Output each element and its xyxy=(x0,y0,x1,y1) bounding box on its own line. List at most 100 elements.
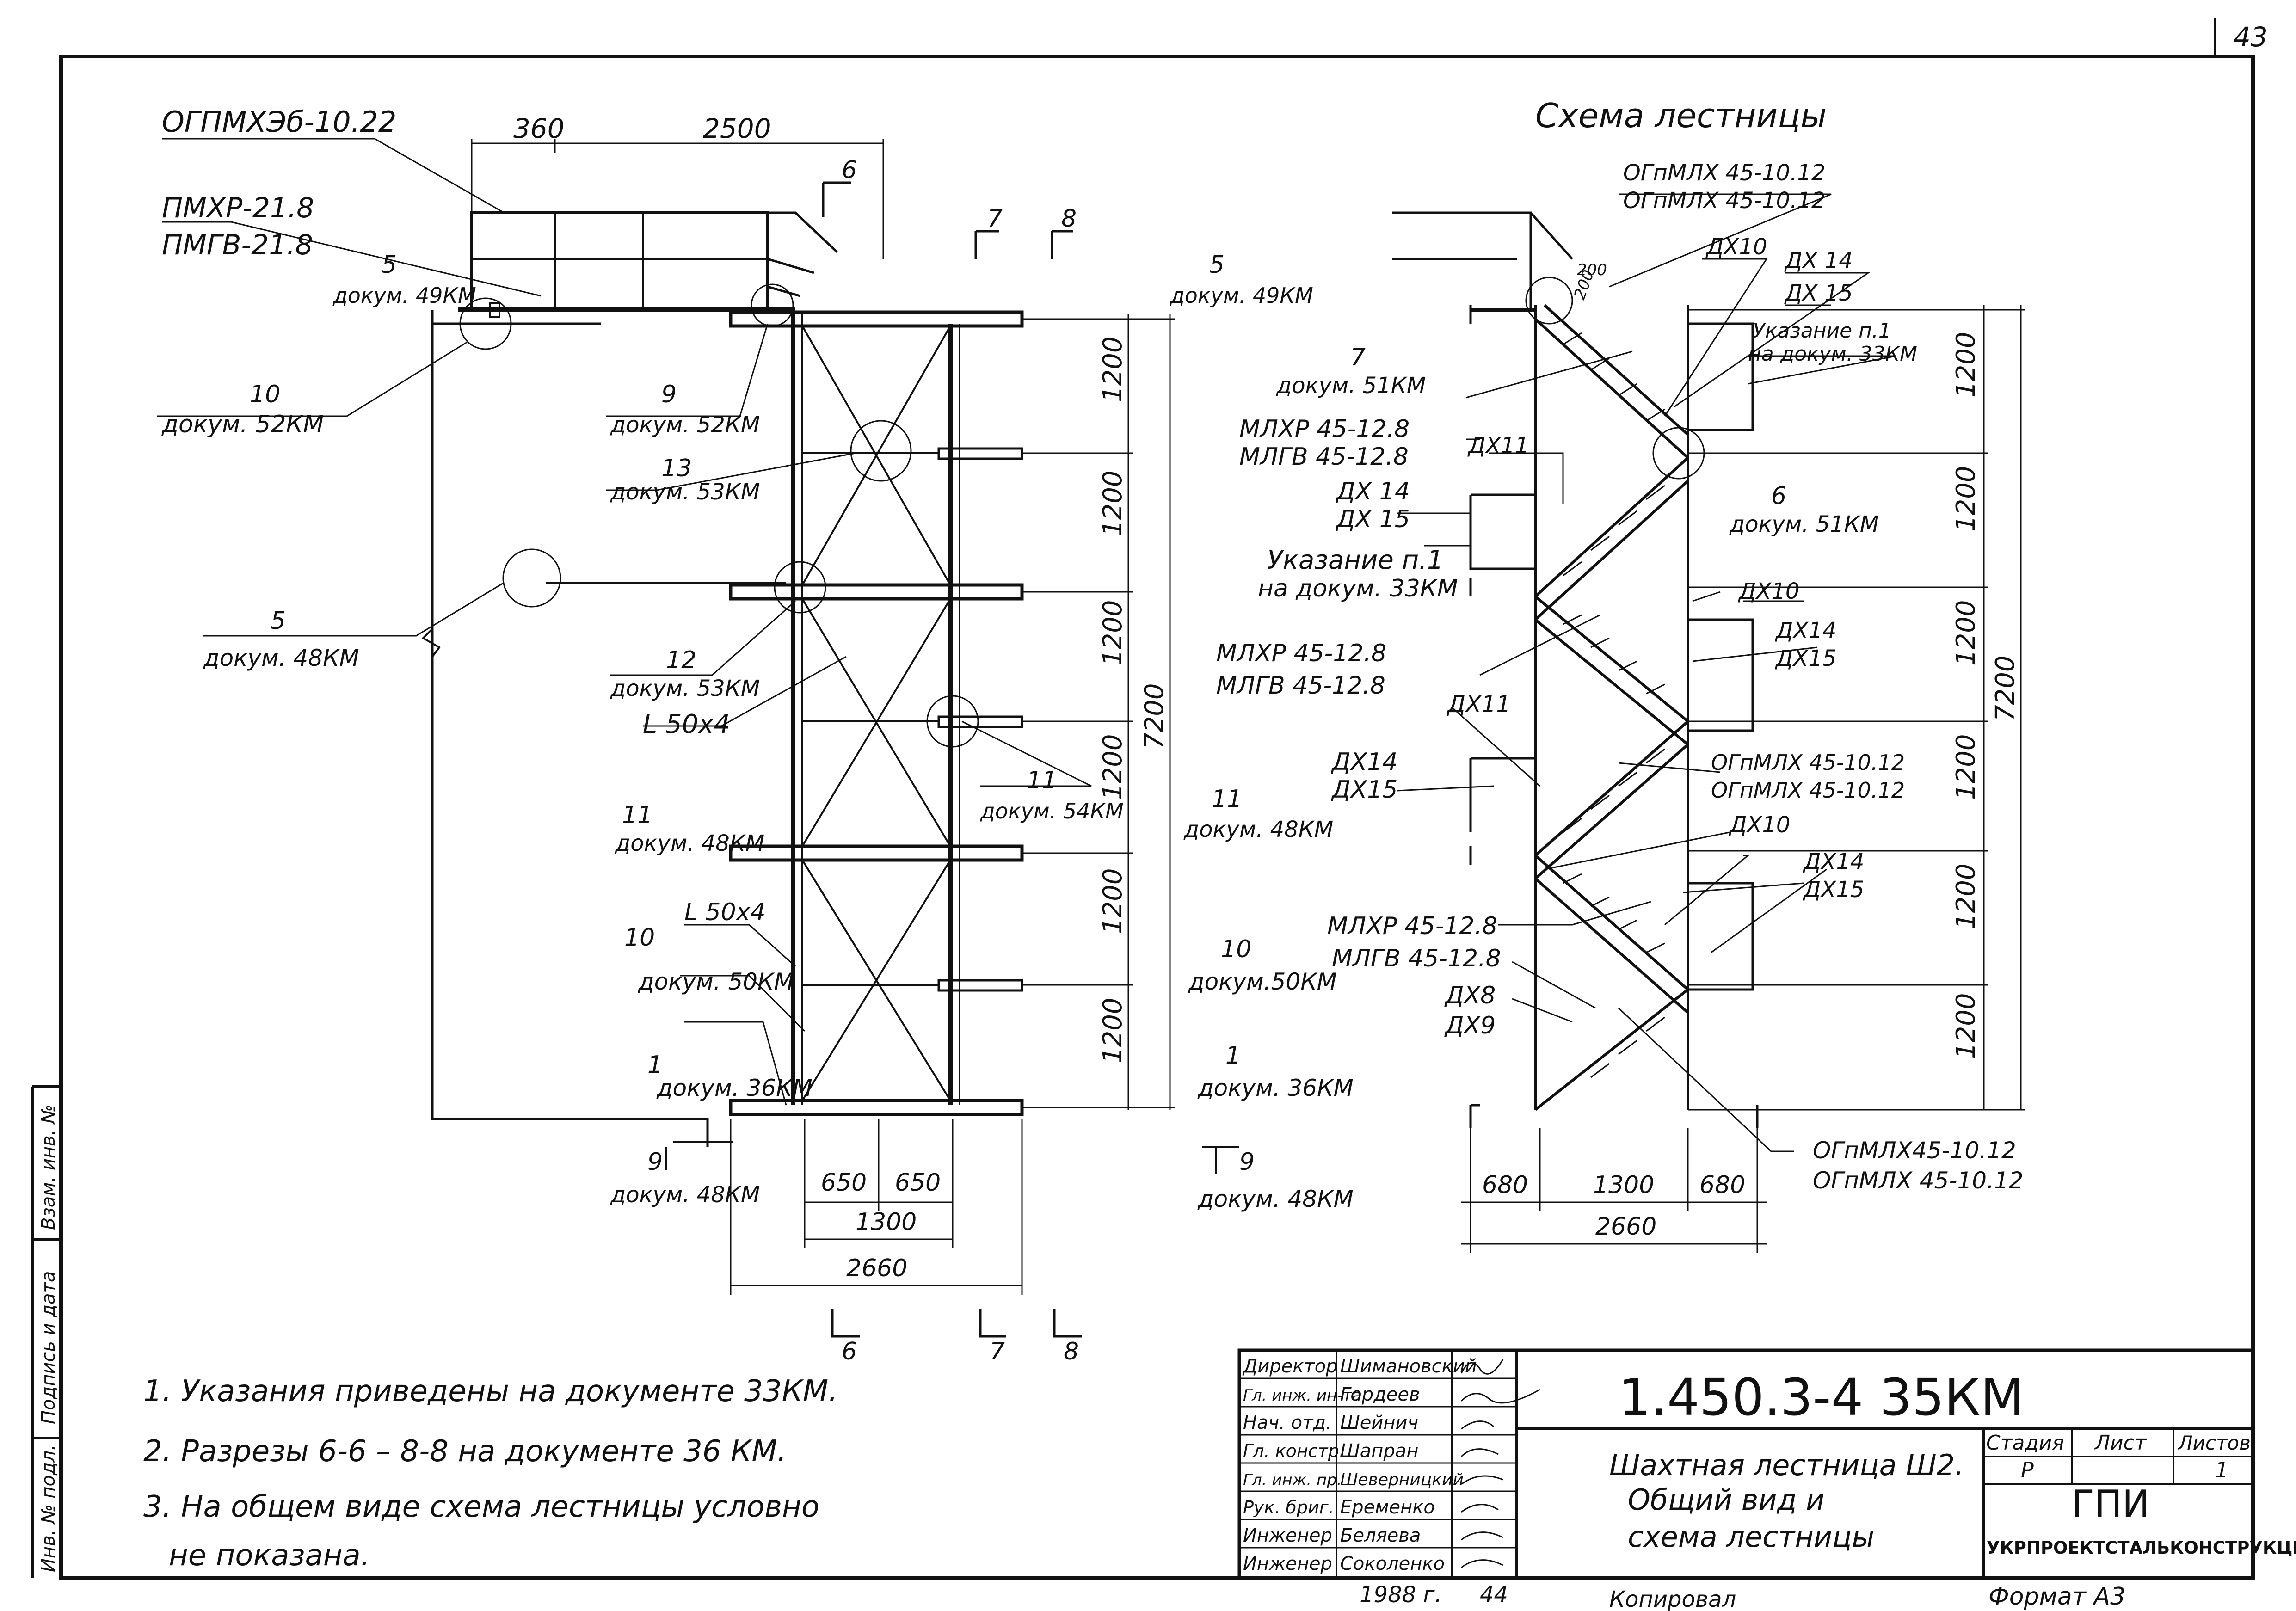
stage-value: Р xyxy=(2021,1457,2034,1482)
right-view-labels: Схема лестницы ОГпМЛХ 45-10.12 ОГпМЛХ 45… xyxy=(1170,96,2024,1241)
side-stamp-sign: Подпись и дата xyxy=(38,1271,59,1424)
dx11-b: ДХ11 xyxy=(1447,691,1511,718)
page-number: 44 xyxy=(1480,1582,1508,1608)
callout-12-num: 12 xyxy=(666,646,696,674)
role-5: Гл. инж. пр. xyxy=(1243,1471,1342,1489)
name-5: Шеверницкий xyxy=(1340,1470,1464,1489)
ogpm-mid-1: ОГпМЛХ 45-10.12 xyxy=(1711,750,1905,775)
role-6: Рук. бриг. xyxy=(1243,1497,1334,1518)
r-dim-b-680-2: 680 xyxy=(1699,1171,1745,1199)
role-7: Инженер xyxy=(1243,1525,1332,1546)
mlkhr-c-1: МЛХР 45-12.8 xyxy=(1327,912,1497,940)
role-3: Нач. отд. xyxy=(1243,1412,1332,1433)
dx14-d: ДХ14 xyxy=(1331,748,1397,776)
label-dx14-a: ДХ 14 xyxy=(1784,248,1853,274)
callout-13-num: 13 xyxy=(661,455,692,482)
name-8: Соколенко xyxy=(1340,1553,1445,1574)
name-2: Гордеев xyxy=(1340,1384,1420,1405)
signatures xyxy=(1460,1359,1540,1568)
r-dim-v-6: 1200 xyxy=(1951,993,1981,1059)
c6-doc: докум. 51КМ xyxy=(1729,511,1879,537)
callout-9b-num: 9 xyxy=(647,1148,663,1176)
notes: 1. Указания приведены на документе 33КМ.… xyxy=(143,1374,838,1573)
mlkhr-b-1: МЛХР 45-12.8 xyxy=(1216,639,1386,667)
callout-10-doc: докум. 52КМ xyxy=(161,411,324,438)
callout-11-doc: докум. 54КМ xyxy=(980,799,1124,824)
callout-5b-num: 5 xyxy=(271,607,286,635)
note-1: 1. Указания приведены на документе 33КМ. xyxy=(143,1374,838,1408)
r-dim-v-total: 7200 xyxy=(1990,655,2020,721)
mlkhr-a-1: МЛХР 45-12.8 xyxy=(1239,415,1410,443)
handrail-label-2: ПМГВ-21.8 xyxy=(162,229,313,261)
callout-9-doc: докум. 52КМ xyxy=(610,412,760,438)
org-abbrev: ГПИ xyxy=(2072,1482,2150,1525)
s11-num: 11 xyxy=(1212,785,1242,813)
callout-11-num: 11 xyxy=(1027,767,1057,794)
dx10-b: ДХ10 xyxy=(1738,578,1799,604)
callout-11b-doc: докум. 48КМ xyxy=(615,830,764,856)
ukaz-b-1: Указание п.1 xyxy=(1267,545,1444,575)
dim-200-a: 200 xyxy=(1577,261,1607,279)
callout-5b-doc: докум. 48КМ xyxy=(203,645,359,671)
note-2: 2. Разрезы 6-6 – 8-8 на документе 36 КМ. xyxy=(143,1434,787,1469)
handrail-label-1: ПМХР-21.8 xyxy=(162,192,314,224)
dim-v-total: 7200 xyxy=(1139,683,1170,749)
callout-1-num: 1 xyxy=(647,1051,663,1079)
ukaz-b-2: на докум. 33КМ xyxy=(1258,575,1458,603)
callout-11b-num: 11 xyxy=(622,801,652,829)
r-dim-v-1: 1200 xyxy=(1951,332,1981,398)
callout-10b-doc: докум. 50КМ xyxy=(638,968,794,995)
dx8: ДХ8 xyxy=(1444,982,1496,1009)
dx14-e: ДХ14 xyxy=(1803,849,1864,875)
format-label: Формат А3 xyxy=(1988,1583,2125,1611)
role-2: Гл. инж. ин-та xyxy=(1243,1386,1361,1405)
sheet-header: Лист xyxy=(2094,1431,2147,1455)
role-8: Инженер xyxy=(1243,1553,1332,1574)
name-4: Шапран xyxy=(1340,1440,1419,1462)
side-stamp-replace: Взам. инв. № xyxy=(38,1104,59,1230)
s1-num: 1 xyxy=(1225,1042,1241,1070)
section-mark-6b: 6 xyxy=(842,1338,857,1365)
role-4: Гл. констр. xyxy=(1243,1441,1345,1461)
org-name: УКРПРОЕКТСТАЛЬКОНСТРУКЦИЯ xyxy=(1987,1538,2296,1558)
c6-num: 6 xyxy=(1771,482,1786,510)
note-3: 3. На общем виде схема лестницы условно xyxy=(143,1490,819,1524)
s5-num: 5 xyxy=(1209,251,1225,279)
label-ukaz-a-2: на докум. 33КМ xyxy=(1748,342,1917,366)
dim-b-650-2: 650 xyxy=(895,1169,941,1197)
dx14-c: ДХ14 xyxy=(1775,618,1836,644)
dx15-d: ДХ15 xyxy=(1331,776,1397,804)
dx14-b: ДХ 14 xyxy=(1336,478,1410,505)
dim-200-b: 200 xyxy=(1570,267,1598,302)
dx11-a: ДХ11 xyxy=(1467,433,1529,459)
ogpm-mid-2: ОГпМЛХ 45-10.12 xyxy=(1711,778,1905,803)
left-view xyxy=(157,138,1175,1338)
dx15-c: ДХ15 xyxy=(1775,646,1836,671)
ogpm-bot-2: ОГпМЛХ 45-10.12 xyxy=(1813,1167,2024,1194)
dim-v-1: 1200 xyxy=(1098,336,1128,402)
title-line-2: Общий вид и xyxy=(1628,1483,1824,1517)
s10-doc: докум.50КМ xyxy=(1188,968,1337,995)
callout-9-num: 9 xyxy=(661,381,677,408)
callout-1-doc: докум. 36КМ xyxy=(656,1075,813,1101)
title-line-1: Шахтная лестница Ш2. xyxy=(1609,1448,1964,1482)
dim-v-5: 1200 xyxy=(1098,868,1128,934)
dim-top-2500: 2500 xyxy=(703,113,771,144)
s1-doc: докум. 36КМ xyxy=(1197,1075,1354,1101)
r-dim-b-680-1: 680 xyxy=(1482,1171,1528,1199)
callout-10-num: 10 xyxy=(250,381,280,408)
label-ukaz-a-1: Указание п.1 xyxy=(1753,319,1891,343)
label-ogpm-top-1: ОГпМЛХ 45-10.12 xyxy=(1623,160,1825,186)
s5-doc: докум. 49КМ xyxy=(1170,283,1313,308)
top-platform-label: ОГПМХЭб-10.22 xyxy=(162,105,396,139)
dx9: ДХ9 xyxy=(1444,1012,1496,1039)
sheets-header: Листов xyxy=(2177,1432,2251,1454)
copied-label: Копировал xyxy=(1609,1586,1736,1611)
label-dx15-a: ДХ 15 xyxy=(1784,280,1853,306)
s9-num: 9 xyxy=(1239,1148,1255,1176)
dx10-c: ДХ10 xyxy=(1729,812,1790,838)
callout-12-doc: докум. 53КМ xyxy=(610,676,760,701)
s11-doc: докум. 48КМ xyxy=(1183,817,1333,842)
section-mark-7b: 7 xyxy=(990,1338,1005,1365)
r-dim-v-4: 1200 xyxy=(1951,734,1981,800)
